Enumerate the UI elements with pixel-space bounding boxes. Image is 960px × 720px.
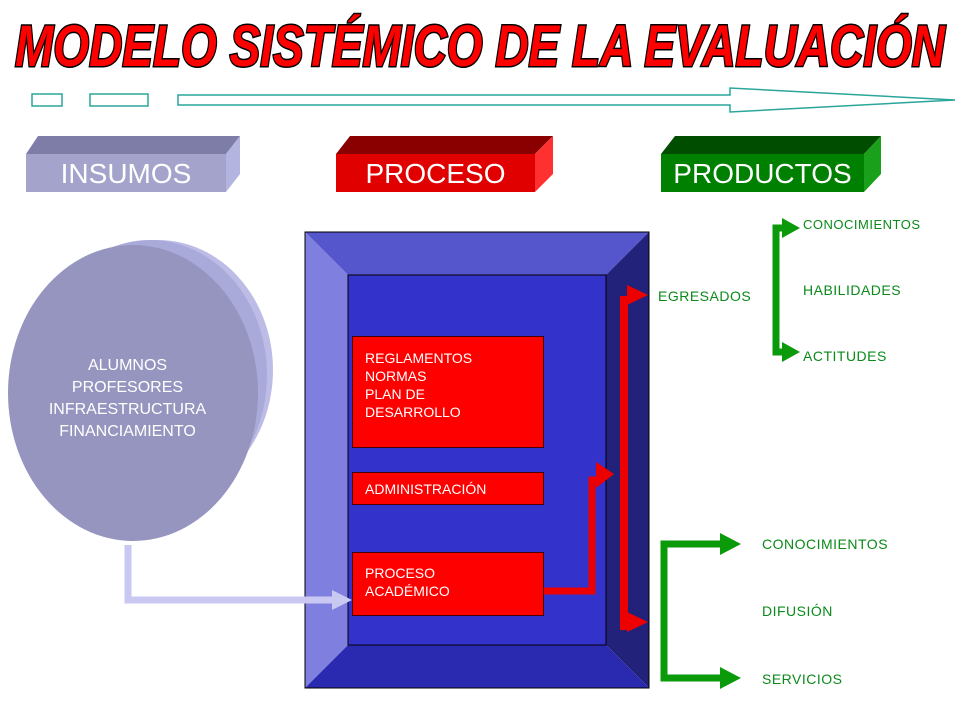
egresados-item-conocimientos: CONOCIMIENTOS	[803, 217, 921, 232]
productos-block	[661, 136, 881, 192]
insumo-item: PROFESORES	[71, 379, 184, 396]
proceso-academico-box: PROCESO ACADÉMICO	[352, 552, 544, 616]
productos-header-label: PRODUCTOS	[673, 158, 852, 189]
academico-line: PROCESO	[365, 565, 436, 581]
reglamentos-line: REGLAMENTOS	[365, 350, 473, 366]
otros-item-servicios: SERVICIOS	[762, 671, 843, 687]
otros-item-difusion: DIFUSIÓN	[762, 603, 833, 619]
insumos-list: ALUMNOS PROFESORES INFRAESTRUCTURA FINAN…	[0, 355, 255, 443]
insumos-header-label: INSUMOS	[60, 158, 192, 189]
insumos-ellipse	[8, 240, 273, 541]
insumos-to-proceso-arrow	[124, 545, 352, 610]
egresados-green-bracket	[772, 218, 800, 362]
otros-item-conocimientos: CONOCIMIENTOS	[762, 536, 889, 552]
insumo-item: ALUMNOS	[87, 357, 168, 374]
egresados-item-actitudes: ACTITUDES	[803, 348, 887, 364]
proceso-block	[336, 136, 553, 192]
reglamentos-line: NORMAS	[365, 368, 427, 384]
administracion-label: ADMINISTRACIÓN	[365, 481, 487, 497]
header-blocks	[26, 136, 881, 192]
reglamentos-box: REGLAMENTOS NORMAS PLAN DE DESARROLLO	[352, 336, 544, 448]
reglamentos-line: PLAN DE	[365, 386, 425, 402]
insumos-block	[26, 136, 240, 192]
academico-line: ACADÉMICO	[365, 583, 450, 599]
insumo-item: INFRAESTRUCTURA	[48, 401, 207, 418]
proceso-header-label: PROCESO	[365, 158, 506, 189]
reglamentos-line: DESARROLLO	[365, 404, 461, 420]
academico-red-arrows	[544, 285, 648, 632]
otros-green-bracket	[660, 533, 741, 689]
page-title: MODELO SISTÉMICO DE LA EVALUACIÓN	[15, 14, 946, 79]
title-banner: MODELO SISTÉMICO DE LA EVALUACIÓN	[14, 13, 948, 81]
egresados-label: EGRESADOS	[658, 288, 752, 304]
insumo-item: FINANCIAMIENTO	[59, 423, 196, 440]
administracion-box: ADMINISTRACIÓN	[352, 472, 544, 505]
egresados-item-habilidades: HABILIDADES	[803, 282, 902, 298]
title-underline-decoration	[31, 87, 956, 113]
